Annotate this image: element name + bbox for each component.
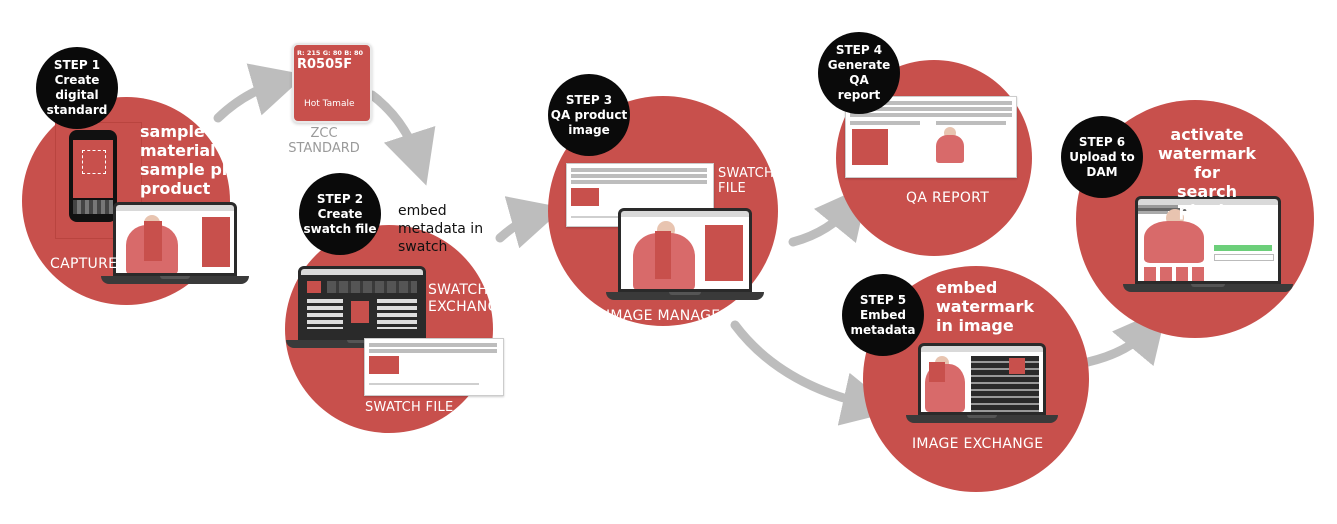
step6-line1: Upload to bbox=[1069, 149, 1135, 164]
step3-badge: STEP 3 QA product image bbox=[548, 74, 630, 156]
watermark-description: embed watermark in image bbox=[936, 278, 1034, 335]
step2-label: STEP 2 bbox=[316, 191, 364, 206]
step6-badge: STEP 6 Upload to DAM bbox=[1061, 116, 1143, 198]
arrow-manager-to-qa bbox=[788, 184, 870, 247]
standard-caption: ZCC STANDARD bbox=[288, 126, 360, 156]
step1-line2: standard bbox=[46, 103, 108, 117]
qa-caption: QA REPORT bbox=[906, 190, 990, 206]
phone-screen bbox=[73, 140, 113, 198]
step5-label: STEP 5 bbox=[859, 292, 907, 307]
manager-swatch-file-label: SWATCH FILE bbox=[718, 166, 775, 196]
manager-laptop bbox=[606, 208, 764, 300]
step2-badge: STEP 2 Create swatch file bbox=[299, 173, 381, 255]
exchange-laptop bbox=[906, 343, 1058, 423]
phone-palette bbox=[73, 200, 113, 214]
capture-caption: CAPTURE bbox=[50, 256, 118, 272]
step1-label: STEP 1 bbox=[53, 58, 101, 72]
swatch-file-document bbox=[364, 338, 504, 396]
step3-line1: QA product bbox=[550, 107, 628, 122]
swatch-exchange-caption: SWATCH EXCHANGE bbox=[428, 282, 508, 315]
step2-line1: Create bbox=[317, 206, 363, 221]
arrow-standard-to-swatch bbox=[367, 90, 436, 186]
step1-line1: Create digital bbox=[54, 73, 100, 102]
phone-target-box bbox=[82, 150, 106, 174]
capture-description: sample bulk material or sample physical … bbox=[140, 122, 285, 198]
arrow-manager-to-exchange bbox=[730, 320, 897, 426]
step5-badge: STEP 5 Embed metadata bbox=[842, 274, 924, 356]
step1-badge: STEP 1 Create digital standard bbox=[36, 47, 118, 129]
swatch-description: embed metadata in swatch bbox=[398, 203, 484, 255]
step5-line2: metadata bbox=[850, 322, 916, 337]
arrow-swatch-to-manager bbox=[495, 196, 565, 249]
manager-caption: IMAGE MANAGER bbox=[606, 308, 731, 324]
step3-line2: image bbox=[568, 122, 610, 137]
step5-line1: Embed bbox=[859, 307, 907, 322]
arrow-capture-to-standard bbox=[213, 63, 306, 123]
exchange-caption: IMAGE EXCHANGE bbox=[912, 436, 1044, 452]
step2-line2: swatch file bbox=[303, 221, 377, 236]
step6-label: STEP 6 bbox=[1078, 134, 1126, 149]
step3-label: STEP 3 bbox=[565, 92, 613, 107]
step4-label: STEP 4 bbox=[835, 43, 883, 57]
step6-line2: DAM bbox=[1086, 164, 1118, 179]
color-standard-chip bbox=[292, 43, 372, 123]
chip-color-name: Hot Tamale bbox=[304, 99, 355, 109]
chip-color-code: R0505F bbox=[297, 57, 353, 72]
step4-badge: STEP 4 Generate QA report bbox=[818, 32, 900, 114]
dam-description: activate watermark for search plugin bbox=[1158, 125, 1256, 220]
chip-rgb-values: R: 215 G: 80 B: 80 bbox=[297, 49, 364, 57]
dam-laptop bbox=[1123, 196, 1293, 292]
swatch-laptop bbox=[286, 266, 438, 348]
step4-line2: report bbox=[837, 88, 881, 102]
capture-laptop bbox=[101, 202, 249, 284]
step4-line1: Generate QA bbox=[827, 58, 891, 87]
arrow-exchange-to-dam bbox=[1083, 307, 1168, 367]
swatch-file-caption: SWATCH FILE bbox=[365, 400, 454, 415]
